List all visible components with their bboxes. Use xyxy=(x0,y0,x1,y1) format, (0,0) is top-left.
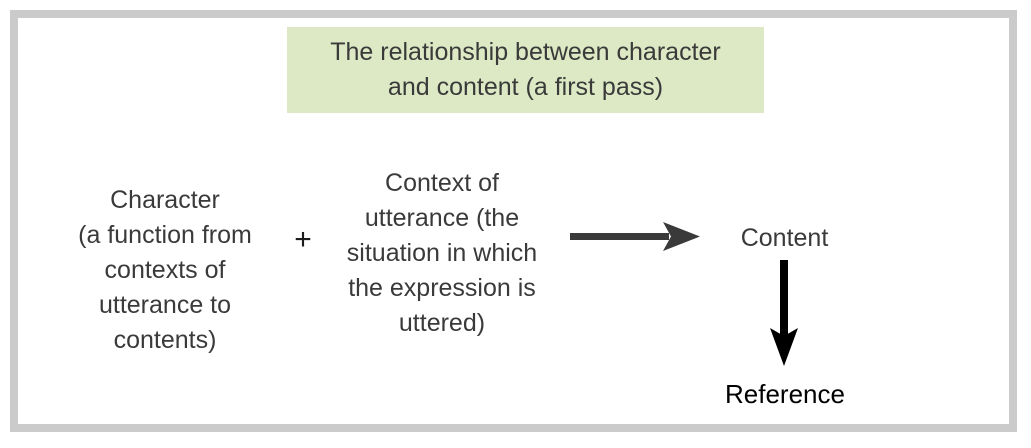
node-context-of-utterance: Context of utterance (the situation in w… xyxy=(346,169,538,337)
down-arrow-icon xyxy=(770,260,798,366)
node-reference: Reference xyxy=(725,379,845,409)
diagram-title: The relationship between character and c… xyxy=(330,38,721,101)
node-content: Content xyxy=(740,224,829,252)
diagram-title-box: The relationship between character and c… xyxy=(287,27,764,113)
down-arrow-shaft xyxy=(780,260,788,336)
right-arrow-shaft xyxy=(570,233,669,240)
plus-operator: + xyxy=(294,223,312,256)
right-arrow-head xyxy=(663,222,700,251)
node-character: Character (a function from contexts of u… xyxy=(78,186,252,354)
right-arrow-icon xyxy=(570,222,700,251)
down-arrow-head xyxy=(770,328,798,366)
